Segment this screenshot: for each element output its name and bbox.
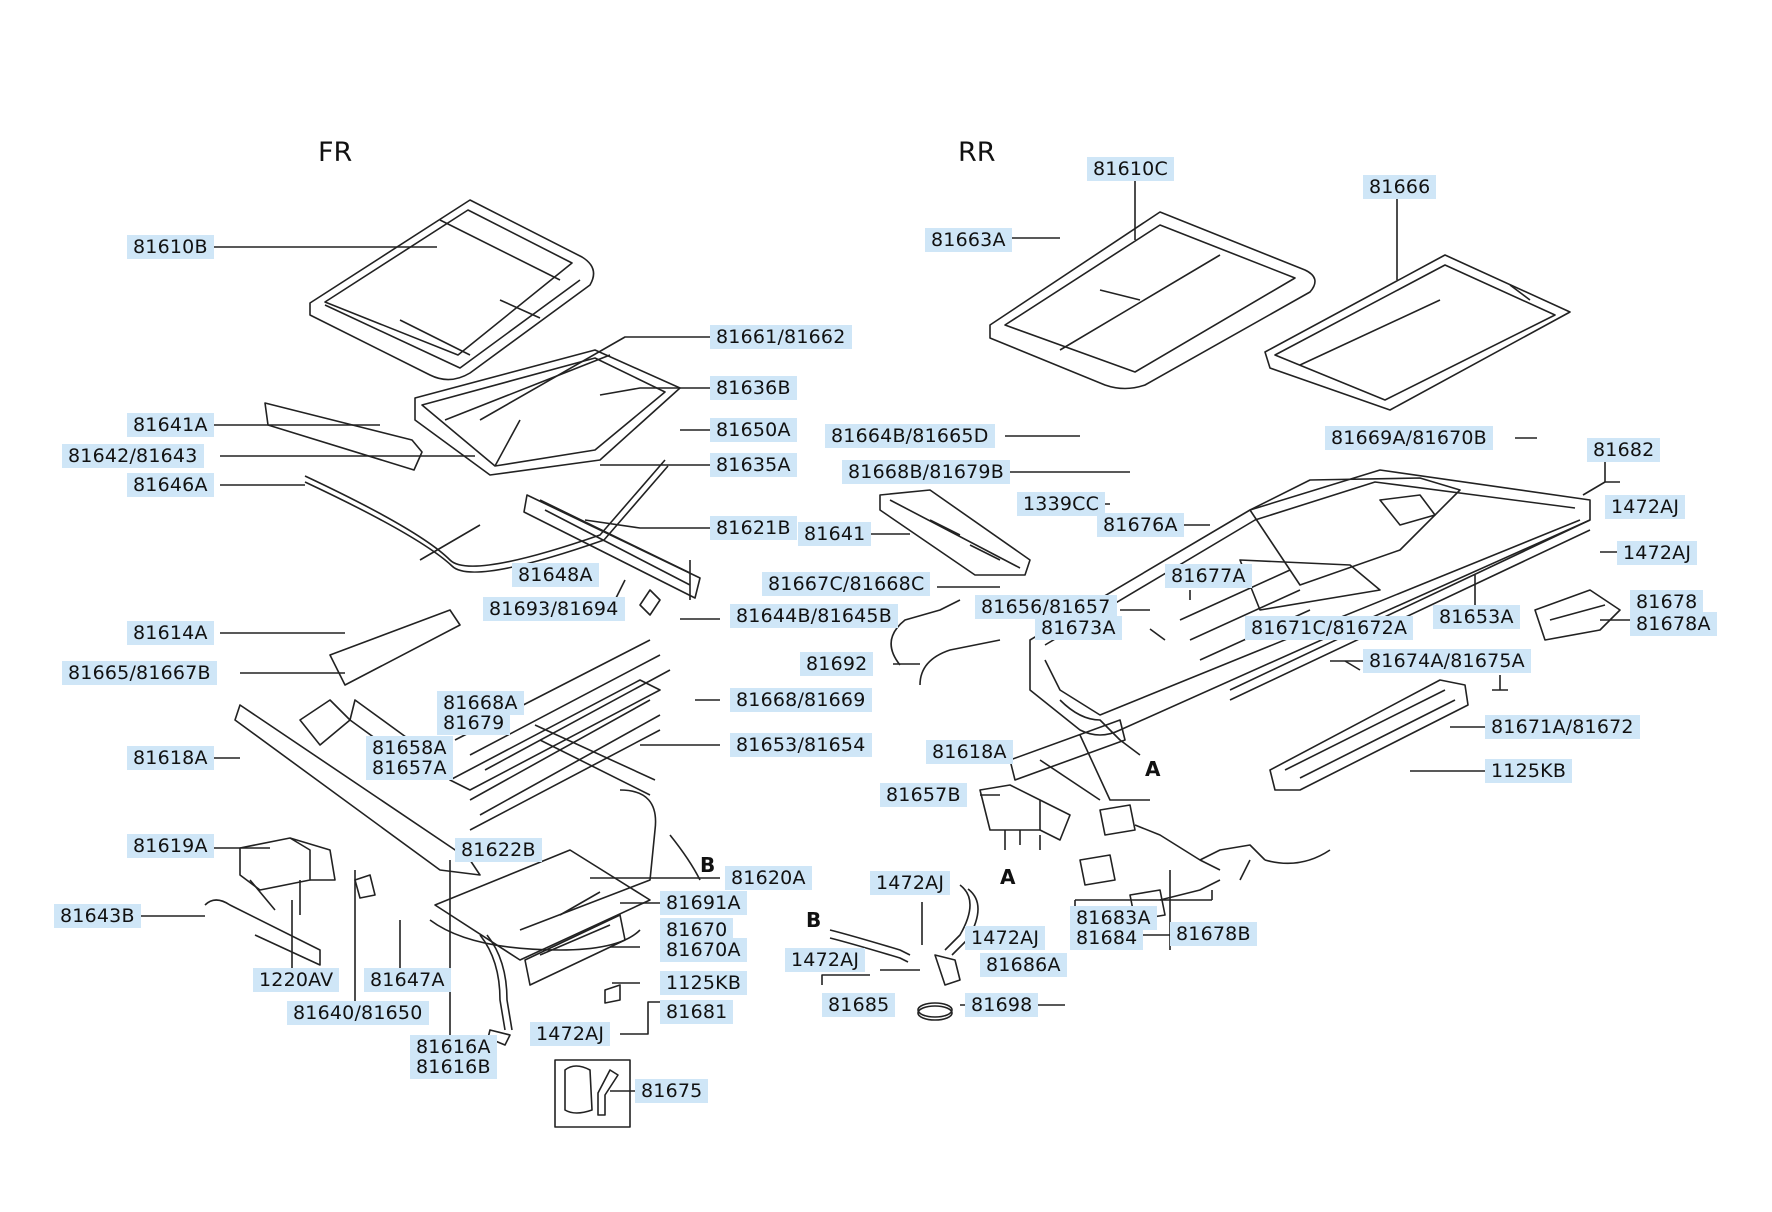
part-label[interactable]: 81657A xyxy=(366,756,453,780)
part-label[interactable]: 81678 xyxy=(1630,590,1704,614)
part-label[interactable]: 81667C/81668C xyxy=(762,572,931,596)
part-label[interactable]: 1125KB xyxy=(1485,759,1573,783)
part-label[interactable]: 81666 xyxy=(1363,175,1437,199)
part-label[interactable]: 81644B/81645B xyxy=(730,604,898,628)
part-label[interactable]: 81621B xyxy=(710,516,797,540)
marker-b-front: B xyxy=(700,853,716,877)
part-label[interactable]: 81620A xyxy=(725,866,812,890)
part-label[interactable]: 81610C xyxy=(1087,157,1174,181)
part-label[interactable]: 81642/81643 xyxy=(62,444,204,468)
part-label[interactable]: 81641 xyxy=(798,522,872,546)
part-label[interactable]: 1472AJ xyxy=(870,871,951,895)
part-label[interactable]: 1125KB xyxy=(660,971,748,995)
part-label[interactable]: 81675 xyxy=(635,1079,709,1103)
part-label[interactable]: 81641A xyxy=(127,413,214,437)
part-label[interactable]: 81679 xyxy=(437,711,511,735)
part-label[interactable]: 1472AJ xyxy=(965,926,1046,950)
part-label[interactable]: 81614A xyxy=(127,621,214,645)
part-label[interactable]: 81668/81669 xyxy=(730,688,872,712)
part-label[interactable]: 81657B xyxy=(880,783,967,807)
part-label[interactable]: 1472AJ xyxy=(1617,541,1698,565)
part-label[interactable]: 81653A xyxy=(1433,605,1520,629)
part-label[interactable]: 81684 xyxy=(1070,926,1144,950)
part-label[interactable]: 81674A/81675A xyxy=(1363,649,1531,673)
part-label[interactable]: 81618A xyxy=(127,746,214,770)
part-label[interactable]: 81668B/81679B xyxy=(842,460,1010,484)
part-label[interactable]: 81663A xyxy=(925,228,1012,252)
part-label[interactable]: 81686A xyxy=(980,953,1067,977)
part-label[interactable]: 81647A xyxy=(364,968,451,992)
part-label[interactable]: 81692 xyxy=(800,652,874,676)
part-label[interactable]: 81646A xyxy=(127,473,214,497)
part-label[interactable]: 81669A/81670B xyxy=(1325,426,1493,450)
part-label[interactable]: 1472AJ xyxy=(530,1022,611,1046)
part-label[interactable]: 81635A xyxy=(710,453,797,477)
part-label[interactable]: 81681 xyxy=(660,1000,734,1024)
rear-glass-panel xyxy=(989,211,1316,390)
rear-deflector-cover xyxy=(1269,589,1621,791)
marker-a-frame: A xyxy=(1145,757,1161,781)
part-label[interactable]: 81670A xyxy=(660,938,747,962)
marker-b-rear: B xyxy=(806,908,822,932)
part-label[interactable]: 81656/81657 xyxy=(975,595,1117,619)
rear-drain-parts xyxy=(829,675,1508,1021)
part-label[interactable]: 81671A/81672 xyxy=(1485,715,1640,739)
part-label[interactable]: 81676A xyxy=(1097,513,1184,537)
part-label[interactable]: 1220AV xyxy=(253,968,340,992)
part-label[interactable]: 81678A xyxy=(1630,612,1717,636)
front-glass-panel xyxy=(309,199,595,381)
part-label[interactable]: 81643B xyxy=(54,904,141,928)
part-label[interactable]: 81653/81654 xyxy=(730,733,872,757)
part-label[interactable]: 1472AJ xyxy=(785,948,866,972)
part-label[interactable]: 81673A xyxy=(1035,616,1122,640)
rear-motor-and-harness xyxy=(979,784,1331,921)
front-seal xyxy=(304,459,669,573)
part-label[interactable]: 1339CC xyxy=(1017,492,1106,516)
part-label[interactable]: 81640/81650 xyxy=(287,1001,429,1025)
part-label[interactable]: 81678B xyxy=(1170,922,1257,946)
rear-sunshade xyxy=(1264,254,1571,411)
rear-frame-assembly xyxy=(879,469,1591,801)
part-label[interactable]: 81622B xyxy=(455,838,542,862)
part-label[interactable]: 81616B xyxy=(410,1055,497,1079)
front-motor xyxy=(204,837,376,966)
part-label[interactable]: 81691A xyxy=(660,891,747,915)
part-label[interactable]: 81671C/81672A xyxy=(1245,616,1414,640)
part-label[interactable]: 81661/81662 xyxy=(710,325,852,349)
marker-a-rear: A xyxy=(1000,865,1016,889)
part-label[interactable]: 81619A xyxy=(127,834,214,858)
part-label[interactable]: 81682 xyxy=(1587,438,1661,462)
front-section-title: FR xyxy=(318,137,353,168)
part-label[interactable]: 1472AJ xyxy=(1605,495,1686,519)
part-label[interactable]: 81685 xyxy=(822,993,896,1017)
leader-lines-front xyxy=(130,246,720,1092)
part-label[interactable]: 81665/81667B xyxy=(62,661,217,685)
part-label[interactable]: 81650A xyxy=(710,418,797,442)
part-label[interactable]: 81648A xyxy=(512,563,599,587)
part-label[interactable]: 81677A xyxy=(1165,564,1252,588)
part-label[interactable]: 81636B xyxy=(710,376,797,400)
part-label[interactable]: 81618A xyxy=(926,740,1013,764)
part-label[interactable]: 81693/81694 xyxy=(483,597,625,621)
rear-section-title: RR xyxy=(958,137,996,168)
part-label[interactable]: 81610B xyxy=(127,235,214,259)
part-label[interactable]: 81664B/81665D xyxy=(825,424,995,448)
part-label[interactable]: 81698 xyxy=(965,993,1039,1017)
front-deflector xyxy=(264,349,681,476)
